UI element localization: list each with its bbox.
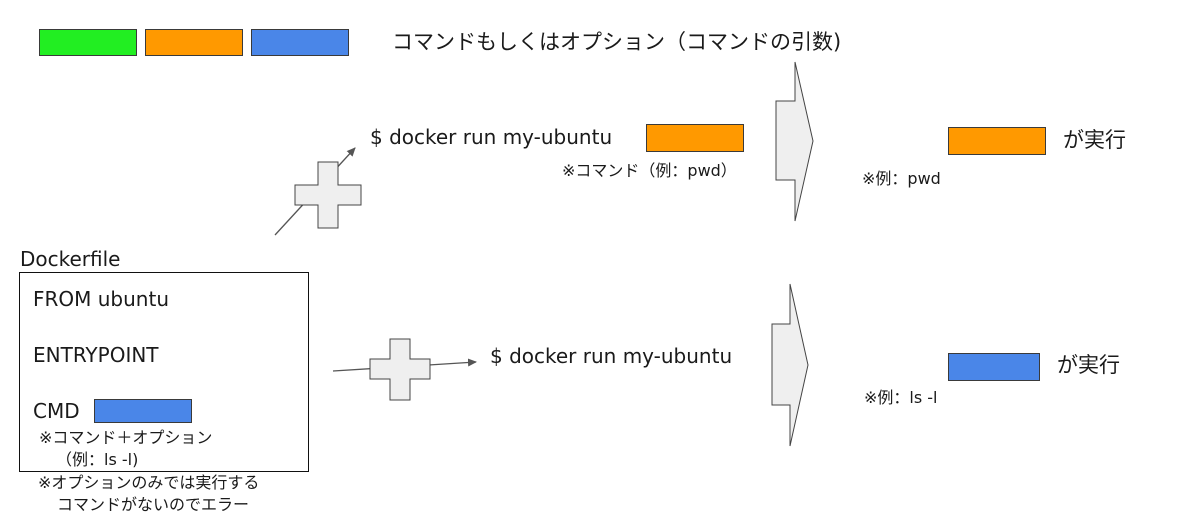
top-result-swatch-orange [948, 127, 1046, 155]
top-command-text: $ docker run my-ubuntu [370, 125, 613, 149]
legend-text: コマンドもしくはオプション（コマンドの引数) [392, 30, 842, 54]
top-arg-swatch-orange [646, 124, 744, 152]
top-result-label: が実行 [1063, 128, 1126, 152]
cmd-note-line-1: ※コマンド＋オプション [39, 428, 213, 447]
error-note-line-2: コマンドがないのでエラー [57, 495, 250, 514]
top-result-note: ※例：pwd [862, 169, 941, 188]
error-note-line-1: ※オプションのみでは実行する [38, 473, 260, 492]
legend-swatch-orange [145, 29, 243, 56]
dockerfile-line-from: FROM ubuntu [33, 287, 169, 311]
cmd-note-line-2: （例：ls -l) [56, 450, 139, 469]
dockerfile-line-cmd: CMD [33, 399, 80, 423]
legend-swatch-blue [251, 29, 349, 56]
bottom-result-note: ※例：ls -l [864, 388, 938, 407]
bottom-result-label: が実行 [1057, 353, 1120, 377]
dockerfile-box [19, 272, 309, 472]
big-arrow-top [775, 61, 814, 222]
plus-sign-top [294, 161, 362, 229]
bottom-command-text: $ docker run my-ubuntu [490, 344, 733, 368]
dockerfile-title: Dockerfile [20, 247, 121, 271]
plus-sign-bottom [369, 338, 431, 401]
cmd-swatch-blue [94, 399, 192, 423]
top-arg-note: ※コマンド（例：pwd） [562, 161, 737, 180]
big-arrow-bottom [771, 283, 809, 447]
dockerfile-line-entrypoint: ENTRYPOINT [33, 343, 159, 367]
legend-swatch-green [39, 29, 137, 56]
bottom-result-swatch-blue [948, 353, 1040, 381]
